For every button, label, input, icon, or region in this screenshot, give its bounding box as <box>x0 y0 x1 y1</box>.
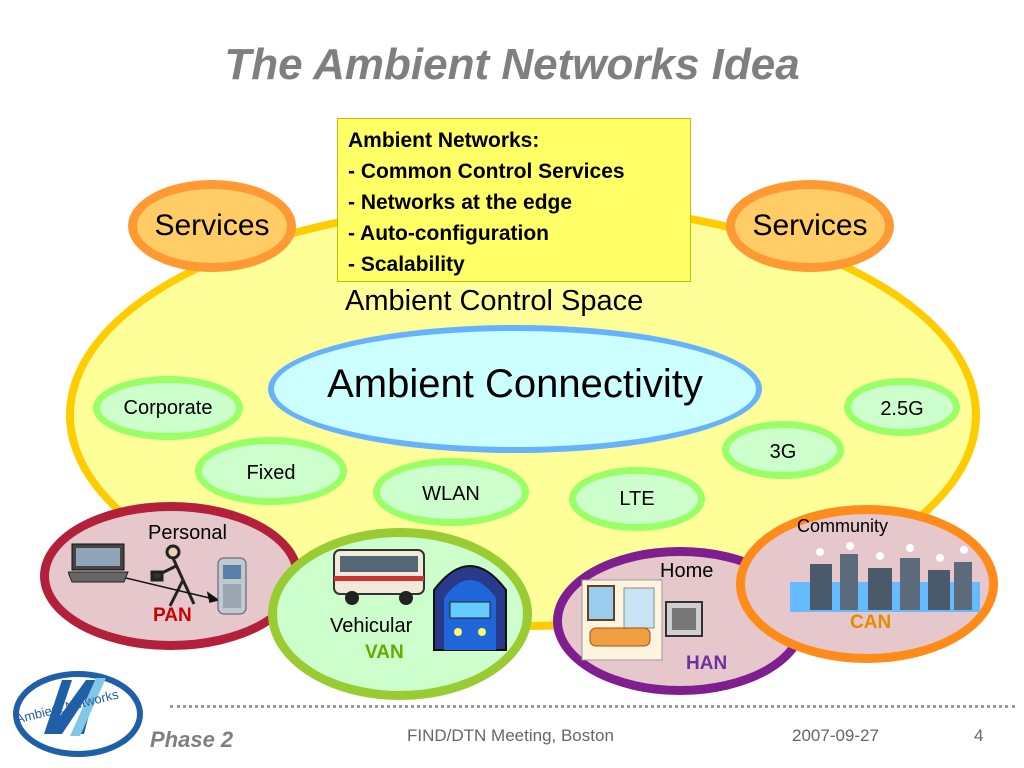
footer-phase: Phase 2 <box>150 727 234 752</box>
network-wlan-label: WLAN <box>422 483 480 505</box>
can-acronym: CAN <box>850 612 892 633</box>
ambient-control-space-label: Ambient Control Space <box>345 285 644 317</box>
network-fixed: Fixed <box>195 437 347 505</box>
van-acronym: VAN <box>365 642 404 663</box>
network-fixed-label: Fixed <box>246 462 296 484</box>
callout-item-common-control: - Common Control Services <box>348 160 625 183</box>
services-right-label: Services <box>752 209 868 242</box>
services-left-label: Services <box>154 209 270 242</box>
network-3g-label: 3G <box>769 441 797 463</box>
callout-item-scalability: - Scalability <box>348 253 465 276</box>
can-illustration <box>790 542 980 612</box>
laptop-icon <box>68 543 129 583</box>
network-wlan: WLAN <box>373 458 529 526</box>
callout-item-networks-edge: - Networks at the edge <box>348 191 573 214</box>
walking-person-icon <box>150 544 196 607</box>
mobile-phone-icon <box>217 557 247 615</box>
han-illustration <box>581 579 703 661</box>
tv-icon <box>665 601 703 637</box>
footer-meeting: FIND/DTN Meeting, Boston <box>407 726 614 745</box>
ambient-connectivity-ellipse <box>268 325 762 453</box>
pan-name: Personal <box>148 522 227 544</box>
van-illustration <box>333 549 507 651</box>
bus-icon <box>333 549 425 605</box>
can-name: Community <box>797 516 889 536</box>
footer-page-number: 4 <box>974 726 984 745</box>
network-lte: LTE <box>569 467 705 531</box>
han-acronym: HAN <box>686 653 728 674</box>
network-3g: 3G <box>722 421 844 479</box>
network-lte-label: LTE <box>619 488 655 510</box>
network-corporate: Corporate <box>93 376 243 440</box>
network-corporate-label: Corporate <box>123 397 213 419</box>
services-right-ellipse: Services <box>726 180 894 272</box>
callout-heading: Ambient Networks: <box>348 129 540 152</box>
network-2-5g: 2.5G <box>844 378 960 436</box>
ambient-connectivity-label: Ambient Connectivity <box>327 362 703 406</box>
train-tunnel-icon <box>433 565 507 651</box>
network-2-5g-label: 2.5G <box>880 398 924 420</box>
pan-acronym: PAN <box>153 605 192 626</box>
footer-divider <box>170 705 1015 708</box>
link-arrow <box>125 577 220 603</box>
footer-date: 2007-09-27 <box>792 726 879 745</box>
ambient-networks-callout: Ambient Networks: - Common Control Servi… <box>337 118 691 282</box>
pan-illustration <box>68 543 247 615</box>
han-name: Home <box>660 560 714 582</box>
services-left-ellipse: Services <box>128 180 296 272</box>
slide-title: The Ambient Networks Idea <box>224 40 800 89</box>
van-name: Vehicular <box>330 615 413 637</box>
living-room-icon <box>581 579 663 661</box>
ambient-networks-logo <box>13 671 143 757</box>
city-crowd-icon <box>790 542 980 612</box>
callout-item-auto-config: - Auto-configuration <box>348 222 550 245</box>
